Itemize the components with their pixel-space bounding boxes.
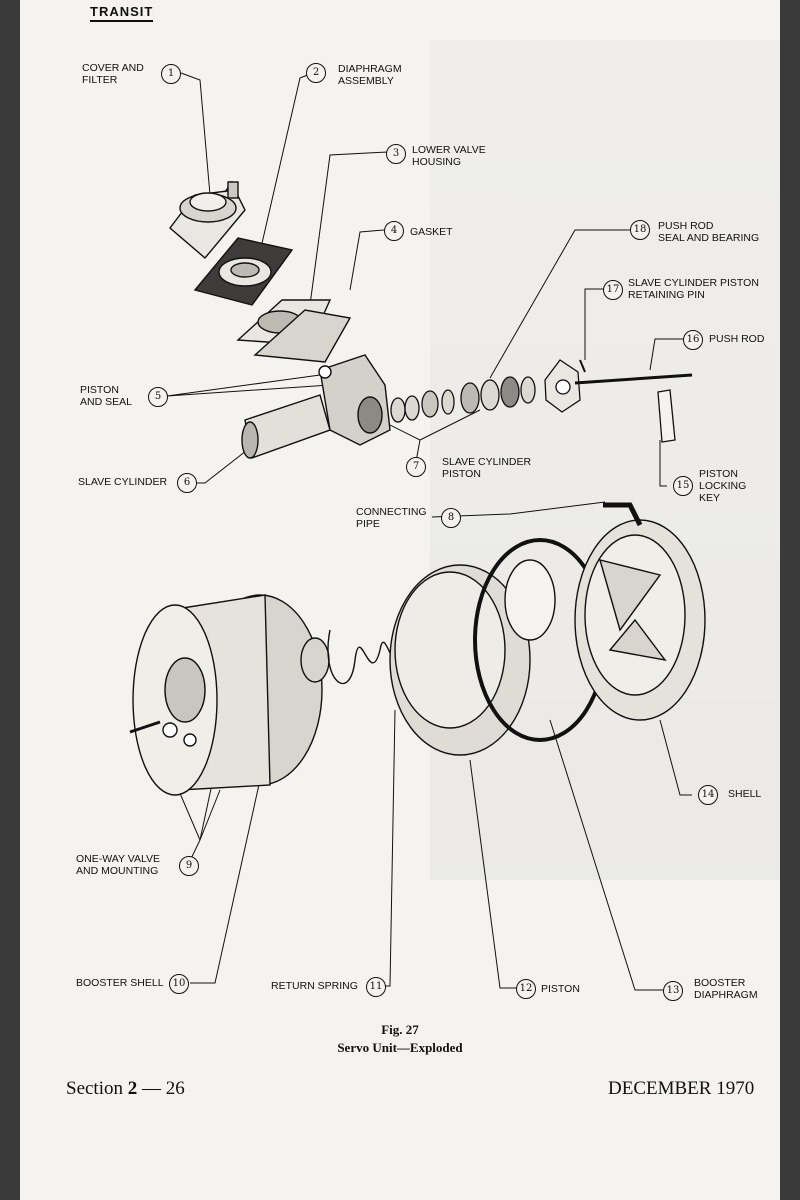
label-push-rod: PUSH ROD [709,333,765,345]
push-rod-assembly [544,359,693,443]
callout-7: 7 [406,457,426,477]
figure-title: Servo Unit—Exploded [337,1040,463,1055]
callout-11: 11 [366,977,386,997]
callout-15: 15 [673,476,693,496]
callout-6: 6 [177,473,197,493]
slave-piston-parts [390,376,536,423]
outer-shell [574,502,706,721]
booster-shell [129,594,323,796]
label-piston: PISTON [541,983,580,995]
footer-section: Section 2 — 26 [66,1078,185,1099]
callout-13: 13 [663,981,683,1001]
footer-date: DECEMBER 1970 [608,1078,755,1099]
callout-18: 18 [630,220,650,240]
label-return-spring: RETURN SPRING [271,980,358,992]
callout-9: 9 [179,856,199,876]
callout-16: 16 [683,330,703,350]
callout-8: 8 [441,508,461,528]
figure-number: Fig. 27 [381,1022,419,1037]
manual-page: TRANSIT [20,0,780,1200]
label-slave-cylinder: SLAVE CYLINDER [78,476,168,488]
callout-10: 10 [169,974,189,994]
callout-2: 2 [306,63,326,83]
callout-3: 3 [386,144,406,164]
booster-piston [389,559,556,756]
label-booster-shell: BOOSTER SHELL [76,977,164,989]
exploded-diagram [129,71,706,991]
label-gasket: GASKET [410,226,453,238]
lower-valve-housing [236,299,352,363]
label-shell: SHELL [728,788,762,800]
diaphragm-assembly [193,237,294,306]
callout-17: 17 [603,280,623,300]
callout-14: 14 [698,785,718,805]
cover-and-filter [169,180,246,259]
page-header: TRANSIT [90,4,154,22]
callout-12: 12 [516,979,536,999]
slave-cylinder-body [241,354,391,459]
callout-1: 1 [161,64,181,84]
callout-4: 4 [384,221,404,241]
callout-5: 5 [148,387,168,407]
